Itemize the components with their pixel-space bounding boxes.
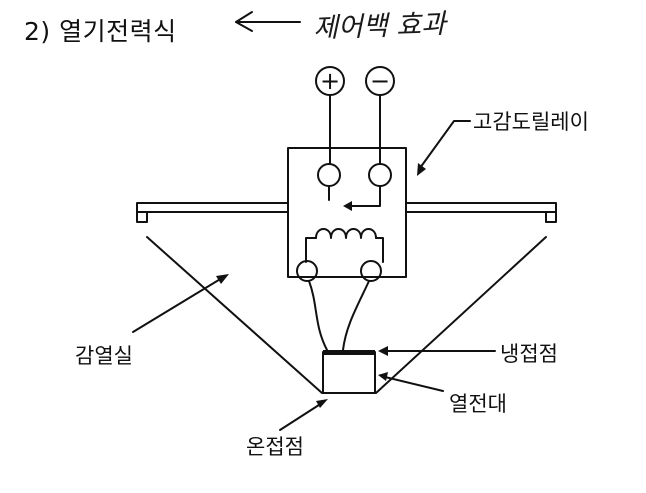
coil-terminal-left-icon (296, 260, 318, 282)
relay-coil-icon (305, 228, 384, 263)
pointer-arrows (132, 120, 496, 431)
heat-chamber-outline (136, 202, 557, 394)
coil-terminal-right-icon (360, 260, 382, 282)
cold-junction-bar (323, 350, 375, 355)
negative-sign: − (370, 67, 390, 95)
thermocouple-element (322, 351, 376, 394)
hot-junction-arrowhead-icon (316, 399, 328, 408)
handwritten-arrow (235, 11, 301, 32)
thermocouple-arrowhead-icon (378, 372, 388, 381)
switch-arrowhead-icon (343, 201, 352, 211)
relay-contact-right-icon (368, 163, 392, 187)
hot-junction-label: 온접점 (246, 435, 304, 459)
relay-label: 고감도릴레이 (473, 110, 589, 134)
thermocouple-label: 열전대 (449, 392, 507, 416)
heat-chamber-label: 감열실 (75, 344, 133, 368)
section-heading: 2) 열기전력식 (24, 17, 177, 46)
chamber-pointer-arrowhead-icon (216, 274, 229, 284)
cold-junction-arrowhead-icon (378, 346, 388, 356)
positive-sign: + (320, 67, 340, 95)
relay-switch-line (349, 185, 381, 207)
thermocouple-leads (308, 280, 370, 351)
terminal-wires (329, 94, 381, 164)
relay-pointer-arrowhead-icon (417, 163, 426, 176)
relay-box (287, 147, 407, 278)
handwritten-note: 제어백 효과 (312, 8, 447, 45)
cold-junction-label: 냉접점 (500, 342, 558, 366)
relay-contact-left-icon (317, 163, 341, 187)
